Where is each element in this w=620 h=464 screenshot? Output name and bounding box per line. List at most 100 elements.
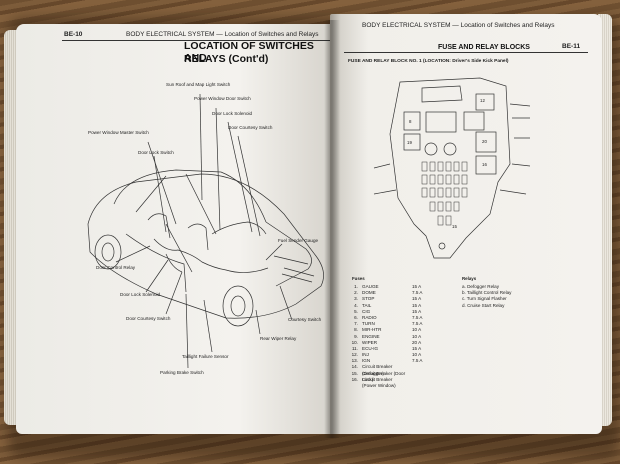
book-spine-gutter [324,20,340,438]
fuse-amperage: 15 A [412,345,422,351]
fuse-row: 8. MIR-HTR 10 A [348,327,422,333]
fuse-list: 1. GAUGE 15 A 2. DOME 7.5 A 3. STOP 15 A 4. TAIL 15… [348,284,423,389]
fuse-row: 7. TURN 7.5 A [348,321,422,327]
label-door-lock-switch: Door Lock Switch [138,150,174,155]
fuse-number: 10. [351,339,358,345]
fuse-number: 8. [354,327,358,333]
fuse-mark-15: 15 [452,224,457,229]
label-rear-wiper-relay: Rear Wiper Relay [260,336,297,341]
fuse-row: 15. Circuit Breaker (Door Lock) [348,370,422,382]
relay-item: d. Cruise Start Relay [462,302,505,308]
fuse-name: Circuit Breaker (Power Window) [362,376,396,389]
fuse-number: 14. [351,364,358,370]
fuse-amperage: 15 A [412,308,422,314]
label-sunroof-map-light-switch: Sun Roof and Map Light Switch [166,82,231,87]
label-door-control-relay: Door Control Relay [96,265,136,270]
fuse-row: 4. TAIL 15 A [348,303,422,309]
left-page-number: BE-10 [64,31,83,38]
label-parking-brake-switch: Parking Brake Switch [160,370,204,375]
label-door-courtesy-switch-upper: Door Courtesy Switch [228,125,273,130]
fuse-name: RADIO [362,314,377,320]
fuse-block-subtitle: FUSE AND RELAY BLOCK NO. 1 (LOCATION: Dr… [348,59,509,64]
right-page: BODY ELECTRICAL SYSTEM — Location of Swi… [330,14,602,434]
fuse-mark-20: 20 [482,139,487,144]
label-door-lock-solenoid-lower: Door Lock Solenoid [120,292,161,297]
fuse-number: 12. [351,352,358,358]
fuse-name: DOME [362,290,376,296]
fuse-amperage: 15 A [412,284,422,289]
fuse-amperage: 10 A [412,333,422,339]
fuse-row: 2. DOME 7.5 A [348,290,422,296]
fuse-number: 9. [354,333,358,339]
fuse-amperage: 7.5 A [412,290,423,296]
label-power-window-door-switch: Power Window Door Switch [194,96,251,101]
right-header-rule [344,52,588,53]
fuse-name: ENGINE [362,333,380,339]
fuse-mark-16: 16 [482,162,487,167]
fuse-relay-block-diagram [373,77,531,259]
fuse-name: ECU-IG [362,345,379,351]
fuse-number: 1. [354,284,358,289]
fuse-number: 11. [351,345,358,351]
fuse-mark-12: 12 [480,98,485,103]
fuse-number: 7. [354,321,358,327]
right-title: FUSE AND RELAY BLOCKS [438,44,530,51]
fuse-amperage: 10 A [412,352,422,358]
fuse-row: 10. WIPER 20 A [348,340,422,346]
fuse-row: 1. GAUGE 15 A [348,284,422,290]
fuse-amperage: 7.5 A [412,321,423,327]
fuse-amperage: 15 A [412,296,422,302]
fuse-mark-8: 8 [409,119,412,124]
fuse-name: TURN [362,321,375,327]
fuse-amperage: 7.5 A [412,358,423,364]
fuse-number: 15. [351,370,358,376]
relay-item: a. Defogger Relay [462,284,500,289]
fuse-name: Circuit Breaker (Defogger) [362,364,393,376]
right-running-head: BODY ELECTRICAL SYSTEM — Location of Swi… [362,22,555,29]
left-title-line2: RELAYS (Cont'd) [184,53,269,65]
fuse-number: 16. [351,376,358,382]
fuse-number: 3. [354,296,358,302]
fuses-heading: Fuses [352,276,365,281]
label-door-courtesy-switch-lower: Door Courtesy Switch [126,316,171,321]
car-location-diagram [87,93,324,369]
fuse-number: 4. [354,302,358,308]
fuse-name: STOP [362,296,375,302]
label-fuel-sender-gauge: Fuel Sender Gauge [278,238,319,243]
left-page: BE-10 BODY ELECTRICAL SYSTEM — Location … [16,24,334,434]
label-courtesy-switch: Courtesy Switch [288,317,322,322]
fuse-row: 14. Circuit Breaker (Defogger) [348,364,422,376]
fuse-number: 5. [354,308,358,314]
right-page-number: BE-11 [562,43,581,50]
fuse-number: 2. [354,290,358,296]
fuse-name: INJ [362,352,369,358]
left-header-rule [62,40,332,41]
relay-item: c. Turn Signal Flasher [462,296,507,302]
fuse-name: TAIL [362,302,372,308]
fuse-row: 16. Circuit Breaker (Power Window) [348,376,422,389]
fuse-number: 6. [354,314,358,320]
fuse-amperage: 7.5 A [412,314,423,320]
fuse-name: WIPER [362,339,378,345]
fuse-row: 13. IGN 7.5 A [348,358,423,364]
fuse-row: 11. ECU-IG 15 A [348,346,422,352]
label-door-lock-solenoid-upper: Door Lock Solenoid [212,111,253,116]
fuse-amperage: 20 A [412,339,422,345]
relay-item: b. Taillight Control Relay [462,290,512,296]
fuse-name: IGN [362,358,371,364]
fuse-row: 9. ENGINE 10 A [348,334,422,340]
fuse-amperage: 15 A [412,302,422,308]
label-power-window-master-switch: Power Window Master Switch [88,130,149,135]
fuse-name: GAUGE [362,284,379,289]
fuse-amperage: 10 A [412,327,422,333]
fuse-row: 3. STOP 15 A [348,296,422,302]
fuse-row: 12. INJ 10 A [348,352,422,358]
label-taillight-failure-sensor: Taillight Failure Sensor [182,354,229,359]
fuse-row: 6. RADIO 7.5 A [348,315,422,321]
relays-heading: Relays [462,276,477,281]
fuse-name: MIR-HTR [362,327,382,333]
fuse-name: Circuit Breaker (Door Lock) [362,370,406,382]
fuse-number: 13. [351,358,358,364]
